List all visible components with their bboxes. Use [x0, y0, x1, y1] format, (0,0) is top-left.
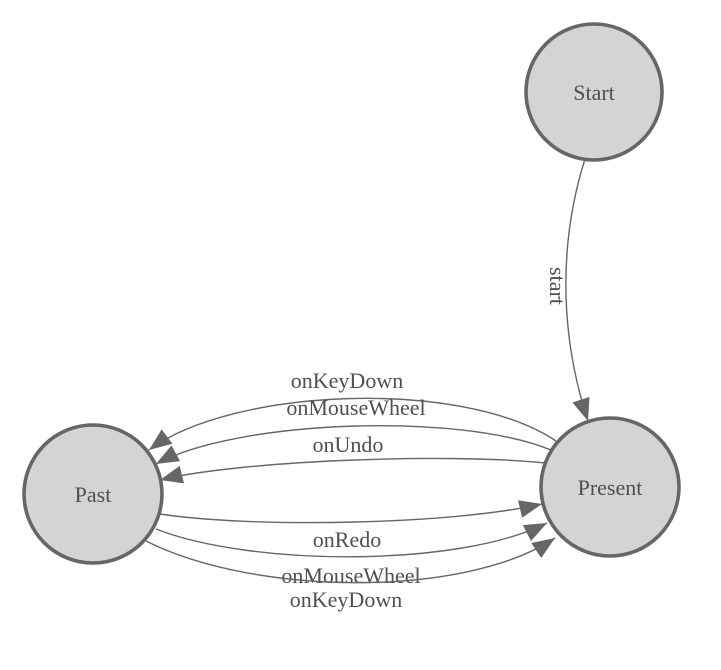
edge-line-onkeydown-bottom	[145, 537, 556, 584]
node-present-circle	[539, 416, 681, 558]
edge-start-to-present: start	[545, 158, 590, 422]
edge-onundo-present-to-past: onUndo	[159, 432, 546, 484]
node-start-circle	[524, 22, 664, 162]
edge-line-onundo	[159, 457, 546, 484]
edge-onmousewheel-past-to-present: onMouseWheel	[155, 522, 548, 588]
edge-label-onkeydown-bottom: onKeyDown	[290, 587, 402, 612]
node-past-label: Past	[75, 482, 112, 507]
edge-line-onmousewheel-bottom	[155, 522, 548, 558]
edge-onkeydown-present-to-past: onKeyDown	[148, 368, 557, 451]
node-past-circle	[22, 423, 164, 565]
edge-label-onmousewheel-top: onMouseWheel	[286, 395, 425, 420]
node-present-label: Present	[578, 475, 643, 500]
edge-line-start	[565, 158, 590, 422]
edge-line-onredo	[159, 500, 543, 524]
edge-label-onredo: onRedo	[313, 527, 381, 552]
edge-onredo-past-to-present: onRedo	[159, 500, 543, 552]
node-start: Start	[524, 22, 664, 162]
edge-line-onkeydown-top	[148, 397, 557, 451]
node-start-label: Start	[573, 80, 615, 105]
node-past: Past	[22, 423, 164, 565]
edge-label-onmousewheel-bottom: onMouseWheel	[281, 563, 420, 588]
edge-label-onundo: onUndo	[313, 432, 384, 457]
edge-label-start: start	[545, 267, 570, 305]
edge-onmousewheel-present-to-past: onMouseWheel	[155, 395, 552, 465]
edge-onkeydown-past-to-present: onKeyDown	[145, 537, 556, 612]
edge-label-onkeydown-top: onKeyDown	[291, 368, 403, 393]
node-present: Present	[539, 416, 681, 558]
edge-line-onmousewheel-top	[155, 425, 552, 465]
